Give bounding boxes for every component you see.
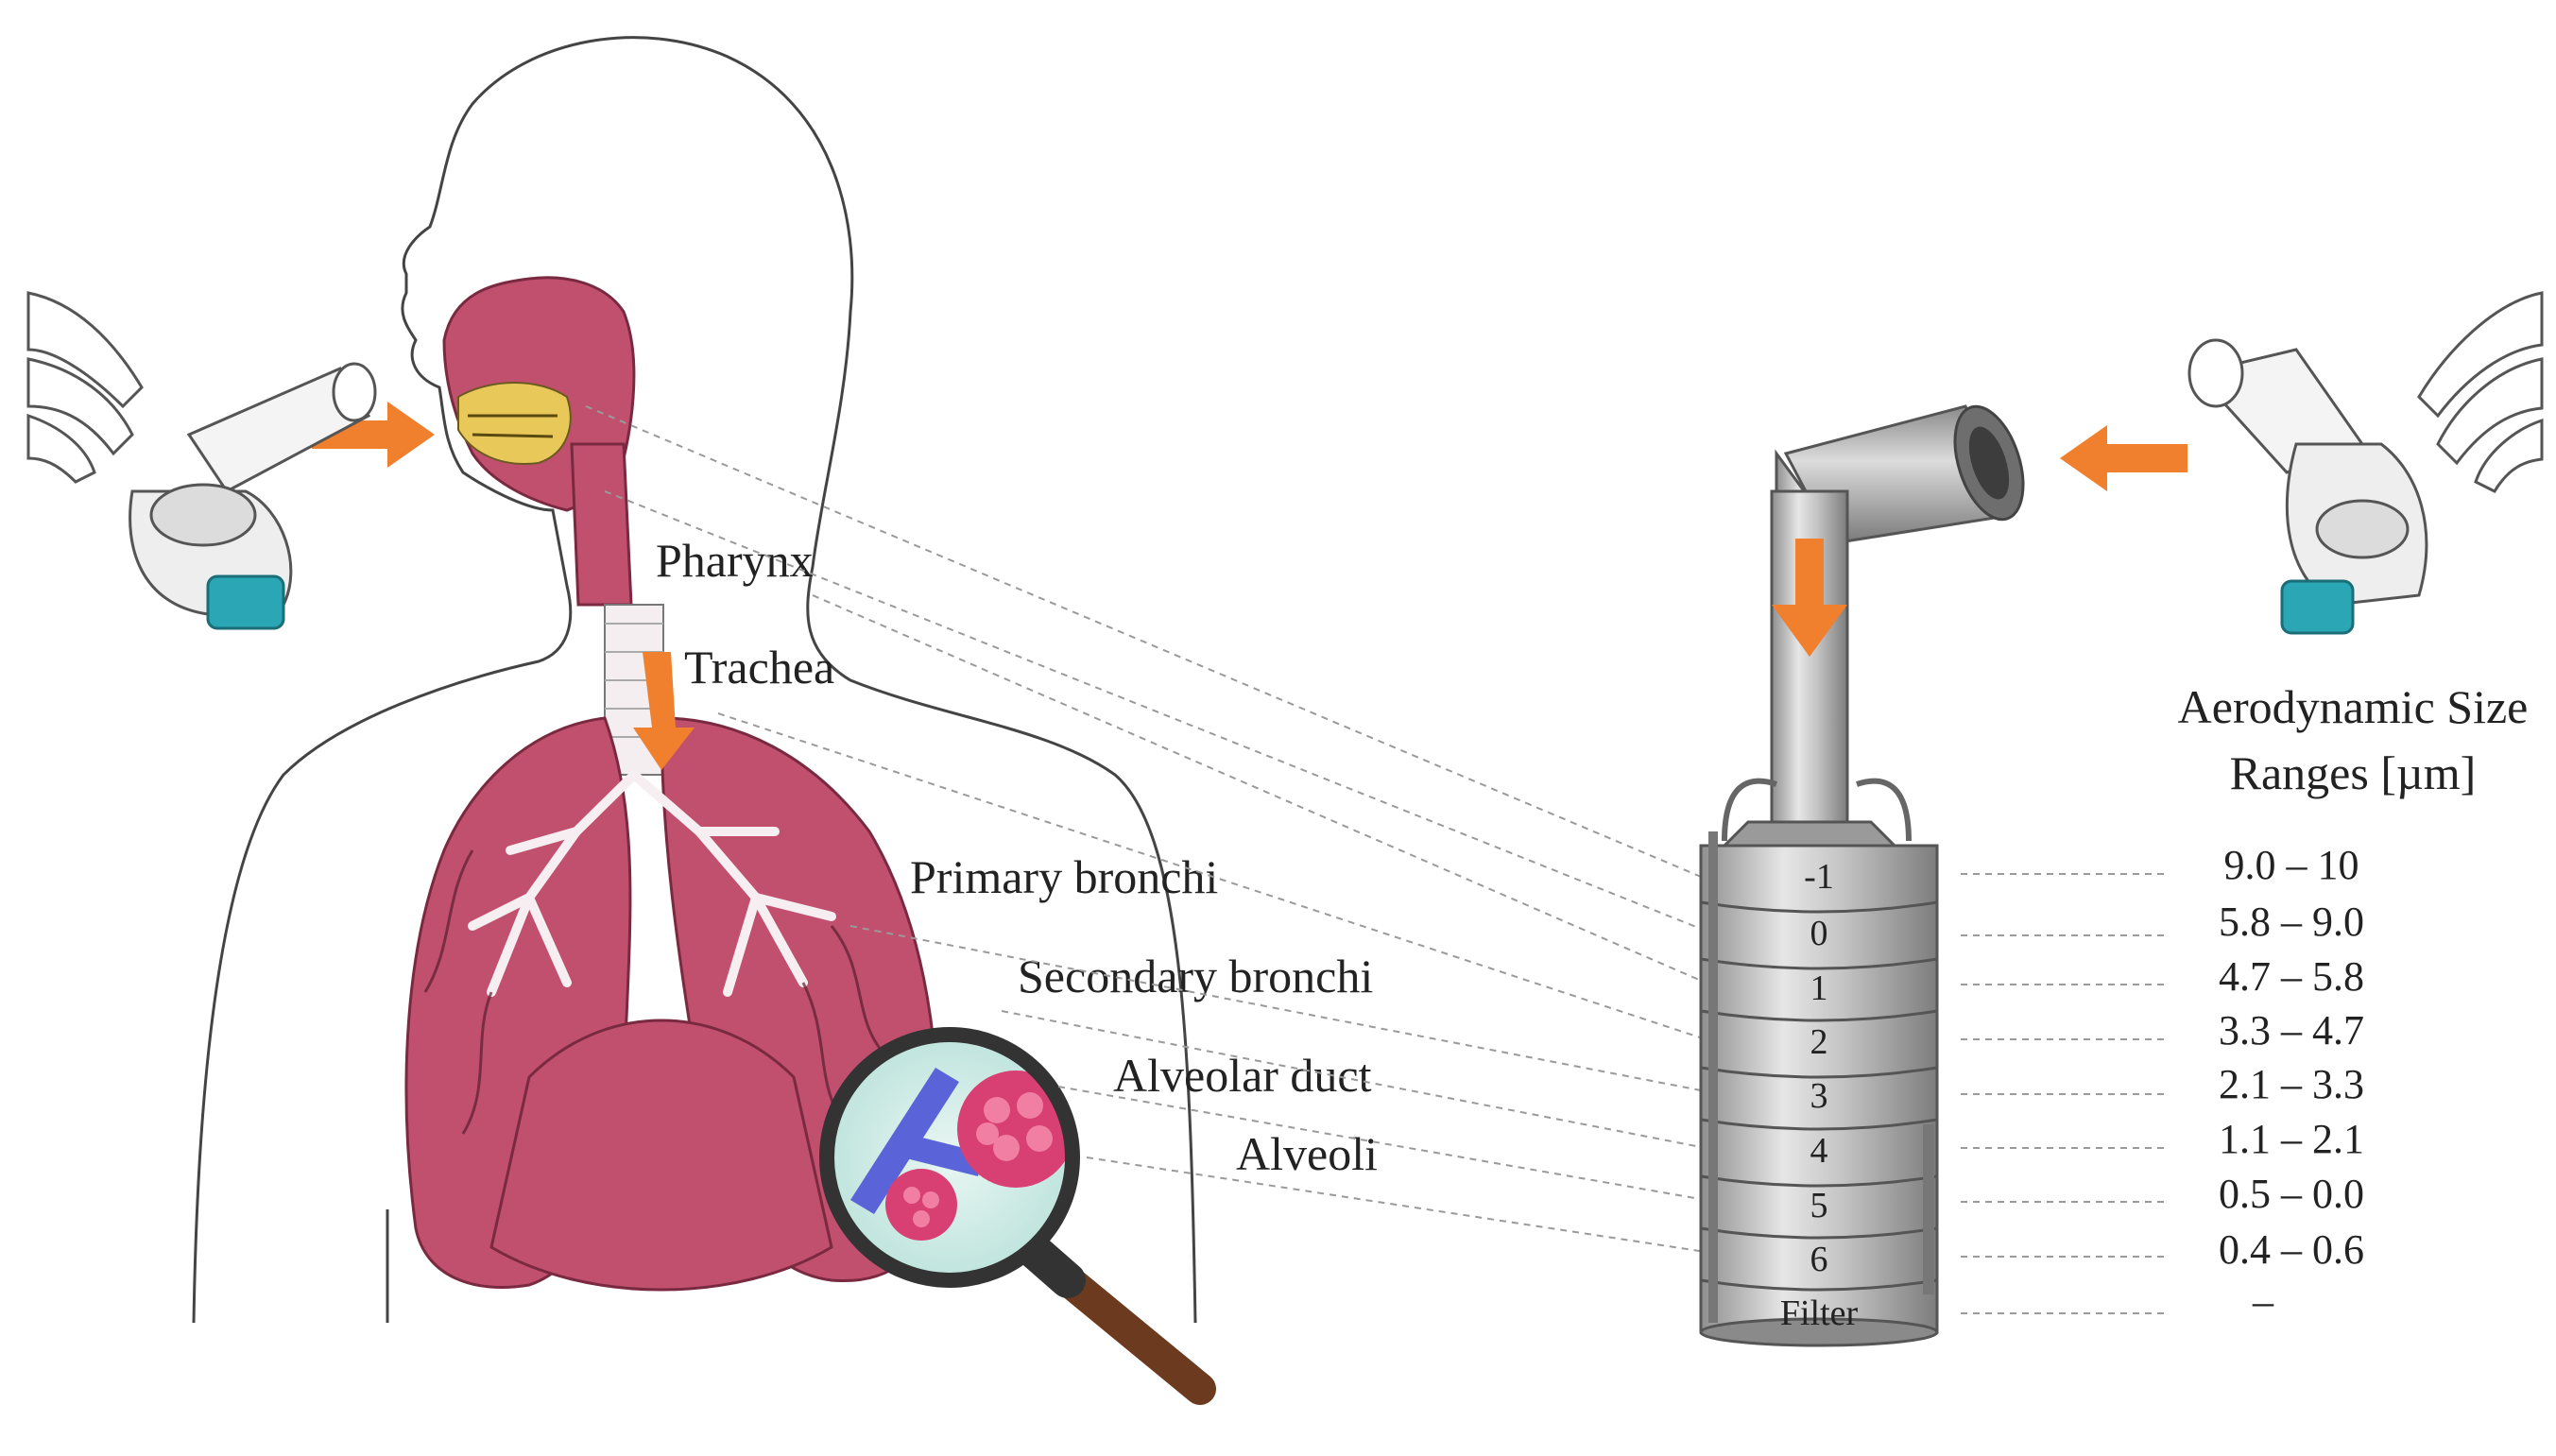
size-range: 9.0 – 10: [2224, 842, 2359, 888]
stage-label: -1: [1804, 857, 1834, 897]
label-alveoli: Alveoli: [1236, 1127, 1378, 1180]
stage-label: 0: [1810, 914, 1828, 953]
size-range: 3.3 – 4.7: [2219, 1007, 2364, 1053]
stage-label: 4: [1810, 1131, 1828, 1171]
stage-label: Filter: [1780, 1293, 1859, 1333]
size-range: 1.1 – 2.1: [2219, 1116, 2364, 1162]
label-secondary-bronchi: Secondary bronchi: [1018, 950, 1373, 1002]
size-range: 5.8 – 9.0: [2219, 899, 2364, 945]
size-range: 0.4 – 0.6: [2219, 1226, 2364, 1273]
label-pharynx: Pharynx: [656, 534, 814, 587]
stage-label: 3: [1810, 1076, 1828, 1116]
size-range: –: [2252, 1278, 2274, 1325]
size-header-line2: Ranges [µm]: [2230, 746, 2477, 799]
stage-label: 6: [1810, 1240, 1828, 1279]
body-silhouette: [192, 36, 1197, 1324]
magnifier-icon: [819, 1027, 1216, 1405]
arrow-icon: [633, 652, 695, 770]
arrow-icon: [1772, 539, 1847, 657]
lungs: [404, 276, 939, 1292]
label-trachea: Trachea: [684, 641, 834, 694]
arrow-icon: [2060, 425, 2187, 491]
size-range: 4.7 – 5.8: [2219, 953, 2364, 1000]
arrow-icon: [312, 402, 435, 468]
stage-label: 5: [1810, 1186, 1828, 1225]
size-range-list: 9.0 – 10 5.8 – 9.0 4.7 – 5.8 3.3 – 4.7 2…: [2219, 842, 2364, 1325]
impactor-stage-labels: -1 0 1 2 3 4 5 6 Filter: [1780, 857, 1859, 1333]
hand-icon: [26, 291, 144, 484]
stage-label: 2: [1810, 1022, 1828, 1062]
hand-icon: [2417, 291, 2544, 493]
inhaler-icon: [129, 362, 377, 630]
size-range: 2.1 – 3.3: [2219, 1061, 2364, 1107]
stage-label: 1: [1810, 968, 1828, 1008]
impactor-icon: [1699, 404, 2025, 1347]
size-header-line1: Aerodynamic Size: [2178, 680, 2529, 733]
leader-lines: [585, 405, 1707, 1253]
size-range: 0.5 – 0.0: [2219, 1171, 2364, 1217]
range-leader-lines: [1961, 873, 2169, 1314]
inhaler-icon: [2187, 338, 2428, 635]
label-primary-bronchi: Primary bronchi: [910, 850, 1218, 903]
